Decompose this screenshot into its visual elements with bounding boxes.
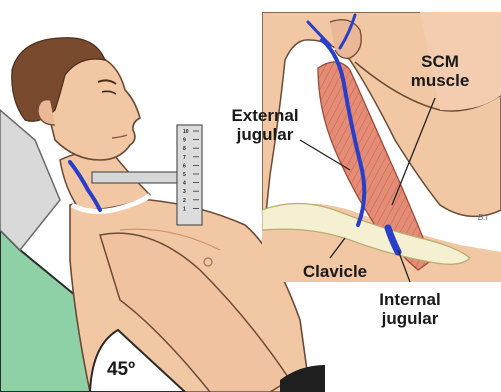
ruler-tick-label: 7 — [183, 155, 186, 161]
label-scm-muscle: SCM muscle — [405, 52, 475, 90]
label-external-jugular: External jugular — [220, 106, 310, 144]
ruler-tick-label: 5 — [183, 172, 186, 178]
ruler-tick-label: 1 — [183, 206, 186, 212]
ruler-tick-label: 9 — [183, 138, 186, 144]
label-angle: 45º — [96, 360, 146, 379]
ruler-tick-label: 3 — [183, 189, 186, 195]
ruler-tick-label: 2 — [183, 198, 186, 204]
label-internal-jugular: Internal jugular — [365, 290, 455, 328]
pillow — [0, 110, 60, 250]
ruler-arm — [92, 172, 180, 183]
signature: B.I — [478, 213, 489, 222]
ruler-tick-label: 10 — [183, 129, 189, 135]
ruler-tick-label: 4 — [183, 181, 186, 187]
ruler-tick-label: 8 — [183, 146, 186, 152]
label-clavicle: Clavicle — [295, 262, 375, 281]
ruler-tick-label: 6 — [183, 163, 186, 169]
